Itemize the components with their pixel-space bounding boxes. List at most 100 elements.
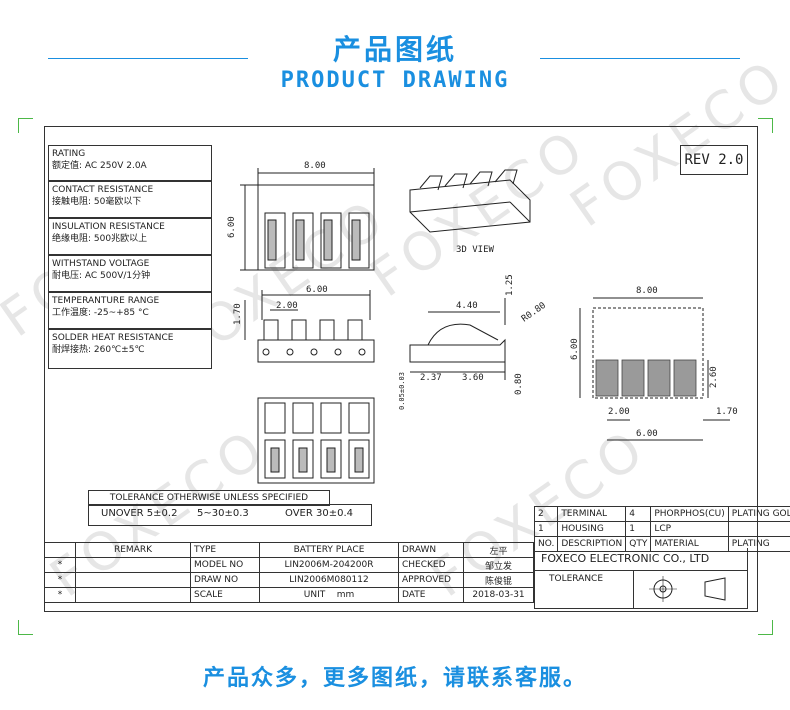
corner-mark-bl bbox=[18, 620, 33, 635]
spec-insulation-en: INSULATION RESISTANCE bbox=[52, 222, 165, 232]
bom-cell: HOUSING bbox=[557, 521, 627, 537]
three-d-view bbox=[409, 169, 531, 233]
star-1: * bbox=[44, 557, 76, 573]
bom-cell: MATERIAL bbox=[650, 536, 729, 552]
tolerance-values: UNOVER 5±0.2 5~30±0.3 OVER 30±0.4 bbox=[88, 504, 372, 526]
bom-cell: PHORPHOS(CU) bbox=[650, 506, 729, 522]
bom-cell: LCP bbox=[650, 521, 729, 537]
spec-solder-heat: SOLDER HEAT RESISTANCE 耐焊接热: 260℃±5℃ bbox=[48, 329, 212, 369]
spec-contact-en: CONTACT RESISTANCE bbox=[52, 185, 154, 195]
title-block-table: REMARK TYPE BATTERY PLACE DRAWN 左平 * MOD… bbox=[44, 542, 534, 603]
spec-withstand-en: WITHSTAND VOLTAGE bbox=[52, 259, 150, 269]
page-title-en: PRODUCT DRAWING bbox=[280, 68, 510, 93]
dim-profile-a: 2.37 bbox=[420, 373, 442, 383]
dim-side-width: 6.00 bbox=[306, 285, 328, 295]
corner-mark-tl bbox=[18, 118, 33, 133]
tolerance-item-3: OVER 30±0.4 bbox=[285, 508, 353, 519]
spec-solder-cn: 耐焊接热: 260℃±5℃ bbox=[52, 345, 145, 355]
dim-pad-span: 6.00 bbox=[636, 429, 658, 439]
side-view bbox=[244, 290, 375, 363]
type-label: TYPE bbox=[190, 542, 260, 558]
bom-cell: 4 bbox=[625, 506, 652, 522]
bom-cell: 1 bbox=[533, 521, 559, 537]
bom-cell: TERMINAL bbox=[557, 506, 627, 522]
dim-pad-height: 6.00 bbox=[570, 338, 580, 360]
drawn-value: 左平 bbox=[463, 542, 534, 558]
model-value: LIN2006M-204200R bbox=[259, 557, 399, 573]
dim-profile-c: 0.80 bbox=[514, 373, 524, 395]
dim-pad-pitch: 2.00 bbox=[608, 407, 630, 417]
type-value: BATTERY PLACE bbox=[259, 542, 399, 558]
tolerance-item-1: UNOVER 5±0.2 bbox=[101, 508, 178, 519]
spec-contact-resistance: CONTACT RESISTANCE 接触电阻: 50毫欧以下 bbox=[48, 181, 212, 218]
approved-label: APPROVED bbox=[398, 572, 464, 588]
bom-cell: 2 bbox=[533, 506, 559, 522]
bom-cell: PLATING GOLD bbox=[727, 506, 790, 522]
dim-side-height: 1.70 bbox=[233, 303, 243, 325]
dim-profile-b: 3.60 bbox=[462, 373, 484, 383]
bom-row-header: NO. DESCRIPTION QTY MATERIAL PLATING bbox=[533, 536, 790, 552]
spec-withstand-cn: 耐电压: AC 500V/1分钟 bbox=[52, 271, 151, 281]
approved-value: 陈俊锟 bbox=[463, 572, 534, 588]
dim-top-width: 8.00 bbox=[304, 161, 326, 171]
star-3: * bbox=[44, 587, 76, 603]
dim-pad-c: 2.60 bbox=[709, 366, 719, 388]
bom-cell: 1 bbox=[625, 521, 652, 537]
date-label: DATE bbox=[398, 587, 464, 603]
date-value: 2018-03-31 bbox=[463, 587, 534, 603]
spec-rating-cn: 额定值: AC 250V 2.0A bbox=[52, 161, 147, 171]
spec-insulation-resistance: INSULATION RESISTANCE 绝缘电阻: 500兆欧以上 bbox=[48, 218, 212, 255]
corner-mark-br bbox=[758, 620, 773, 635]
bom-cell: DESCRIPTION bbox=[557, 536, 627, 552]
star-2: * bbox=[44, 572, 76, 588]
company-block: FOXECO ELECTRONIC CO., LTD TOLERANCE bbox=[534, 548, 748, 609]
3d-view-label: 3D VIEW bbox=[456, 245, 495, 255]
tolerance-header: TOLERANCE OTHERWISE UNLESS SPECIFIED bbox=[88, 490, 330, 506]
scale-label: SCALE bbox=[190, 587, 260, 603]
dim-pad-edge: 1.70 bbox=[716, 407, 738, 417]
revision-box: REV 2.0 bbox=[680, 145, 748, 175]
draw-label: DRAW NO bbox=[190, 572, 260, 588]
title-rule-left bbox=[48, 58, 248, 59]
spec-withstand-voltage: WITHSTAND VOLTAGE 耐电压: AC 500V/1分钟 bbox=[48, 255, 212, 292]
bom-cell: PLATING bbox=[727, 536, 790, 552]
dim-side-pitch: 2.00 bbox=[276, 301, 298, 311]
spec-rating-en: RATING bbox=[52, 149, 86, 159]
spec-temperature-en: TEMPERANTURE RANGE bbox=[52, 296, 160, 306]
model-label: MODEL NO bbox=[190, 557, 260, 573]
checked-value: 邹立发 bbox=[463, 557, 534, 573]
dim-profile-width: 4.40 bbox=[456, 301, 478, 311]
corner-mark-tr bbox=[758, 118, 773, 133]
footer-contact-text: 产品众多，更多图纸，请联系客服。 bbox=[202, 666, 587, 691]
spec-solder-en: SOLDER HEAT RESISTANCE bbox=[52, 333, 174, 343]
dim-profile-height: 1.25 bbox=[505, 274, 515, 296]
company-name: FOXECO ELECTRONIC CO., LTD bbox=[541, 552, 710, 565]
profile-view bbox=[409, 298, 506, 380]
checked-label: CHECKED bbox=[398, 557, 464, 573]
spec-temperature-cn: 工作温度: -25~+85 °C bbox=[52, 308, 149, 318]
spec-contact-cn: 接触电阻: 50毫欧以下 bbox=[52, 197, 142, 207]
drawn-label: DRAWN bbox=[398, 542, 464, 558]
pad-layout bbox=[579, 297, 730, 441]
pad-hatches bbox=[595, 359, 697, 397]
dim-profile-radius: R0.80 bbox=[520, 301, 548, 325]
drawing-frame bbox=[44, 126, 758, 612]
draw-value: LIN2006M080112 bbox=[259, 572, 399, 588]
bom-cell bbox=[727, 521, 790, 537]
bom-row-housing: 1 HOUSING 1 LCP bbox=[533, 521, 790, 537]
spec-rating: RATING 额定值: AC 250V 2.0A bbox=[48, 145, 212, 181]
top-view bbox=[240, 168, 375, 271]
spec-temperature-range: TEMPERANTURE RANGE 工作温度: -25~+85 °C bbox=[48, 292, 212, 329]
dim-top-height: 6.00 bbox=[227, 216, 237, 238]
tolerance-item-2: 5~30±0.3 bbox=[197, 508, 249, 519]
unit-label: UNIT bbox=[303, 590, 326, 600]
spec-insulation-cn: 绝缘电阻: 500兆欧以上 bbox=[52, 234, 148, 244]
bom-row-terminal: 2 TERMINAL 4 PHORPHOS(CU) PLATING GOLD bbox=[533, 506, 790, 522]
unit-value: mm bbox=[336, 590, 355, 600]
title-rule-right bbox=[540, 58, 740, 59]
bottom-view bbox=[257, 397, 375, 484]
dim-profile-d: 0.05±0.03 bbox=[398, 372, 406, 410]
dim-pad-width: 8.00 bbox=[636, 286, 658, 296]
remark-label: REMARK bbox=[75, 542, 191, 558]
tolerance-label: TOLERANCE bbox=[549, 574, 604, 584]
